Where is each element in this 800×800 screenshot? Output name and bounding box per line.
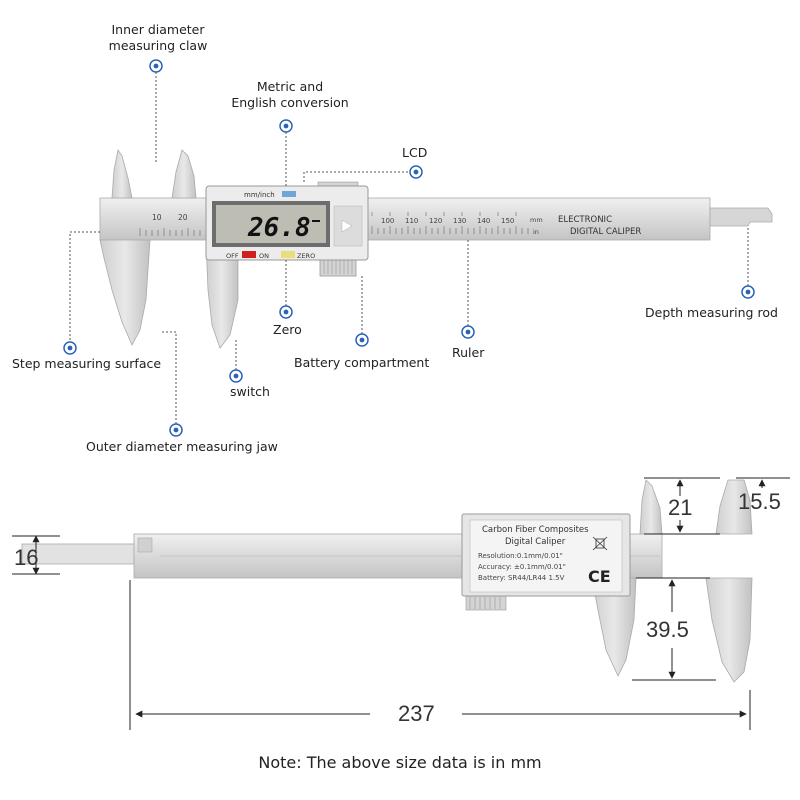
- scale-number: 110: [405, 217, 418, 225]
- depth-rod: [709, 207, 773, 227]
- dim-237: 237: [398, 701, 435, 726]
- dim-15-5: 15.5: [738, 489, 781, 514]
- scale-number: 120: [429, 217, 442, 225]
- recycle-bin-icon: [592, 536, 608, 551]
- back-upper-jaw-right: [715, 479, 753, 535]
- fixed-outer-jaw: [99, 239, 151, 346]
- scale-number: 130: [453, 217, 466, 225]
- lcd-reading: 26.8: [247, 213, 311, 243]
- label-battery-compartment: Battery compartment: [294, 355, 430, 370]
- back-caliper: Carbon Fiber Composites Digital Caliper …: [21, 479, 753, 683]
- label-depth-rod: Depth measuring rod: [645, 305, 778, 320]
- scale-left: [139, 228, 201, 236]
- back-lower-jaw-right: [705, 577, 753, 683]
- dimension-lines: [12, 477, 790, 730]
- back-upper-jaw-left: [639, 479, 663, 535]
- dim-39-5: 39.5: [646, 617, 689, 642]
- brand-line-2: DIGITAL CALIPER: [570, 227, 641, 237]
- label-line: measuring claw: [108, 38, 208, 53]
- label-zero: Zero: [273, 322, 302, 337]
- scale-number: 150: [501, 217, 514, 225]
- scale-unit-mm: mm: [530, 216, 543, 224]
- brand-line-1: ELECTRONIC: [558, 215, 612, 225]
- dim-21: 21: [668, 495, 693, 520]
- spec-battery: Battery: SR44/LR44 1.5V: [478, 574, 565, 582]
- callouts: [69, 72, 749, 428]
- label-outer-jaw: Outer diameter measuring jaw: [86, 439, 278, 454]
- power-button[interactable]: [242, 251, 256, 258]
- label-metric-english: Metric and English conversion: [222, 79, 358, 111]
- label-ruler: Ruler: [452, 345, 485, 360]
- label-inner-diameter-claw: Inner diameter measuring claw: [98, 22, 218, 54]
- label-line: Inner diameter: [111, 22, 205, 37]
- back-title-2: Digital Caliper: [505, 537, 566, 547]
- ruler-beam: [99, 197, 711, 241]
- label-step-surface: Step measuring surface: [12, 356, 162, 371]
- on-label: ON: [259, 252, 269, 260]
- size-note: Note: The above size data is in mm: [258, 753, 542, 772]
- zero-label: ZERO: [297, 252, 315, 260]
- ce-mark: CE: [588, 567, 611, 586]
- scale-unit-in: in: [533, 228, 539, 236]
- spec-resolution: Resolution:0.1mm/0.01": [478, 552, 563, 560]
- label-line: English conversion: [231, 95, 349, 110]
- off-label: OFF: [226, 252, 239, 260]
- depth-rod-back: [21, 543, 135, 565]
- dim-16: 16: [14, 545, 39, 570]
- scale-number: 20: [178, 213, 188, 222]
- callout-dots: [63, 59, 755, 437]
- scale-number: 100: [381, 217, 394, 225]
- zero-button[interactable]: [281, 251, 295, 258]
- label-line: Metric and: [256, 79, 324, 94]
- fixed-inner-claw: [111, 148, 133, 199]
- scale-number: 140: [477, 217, 490, 225]
- unit-button[interactable]: [282, 191, 296, 197]
- lcd-screen: [216, 205, 326, 243]
- back-title-1: Carbon Fiber Composites: [482, 525, 589, 535]
- scale-number: 10: [152, 213, 162, 222]
- scale-right: [371, 212, 529, 234]
- spec-accuracy: Accuracy: ±0.1mm/0.01": [478, 563, 566, 571]
- front-caliper: 10 20 100 110 120 130 140 150 mm in ELEC…: [99, 148, 773, 349]
- label-lcd: LCD: [402, 145, 428, 160]
- sliding-inner-claw: [171, 149, 197, 199]
- back-lower-jaw-left: [591, 577, 637, 677]
- label-switch: switch: [230, 384, 270, 399]
- unit-label: mm/inch: [244, 191, 275, 199]
